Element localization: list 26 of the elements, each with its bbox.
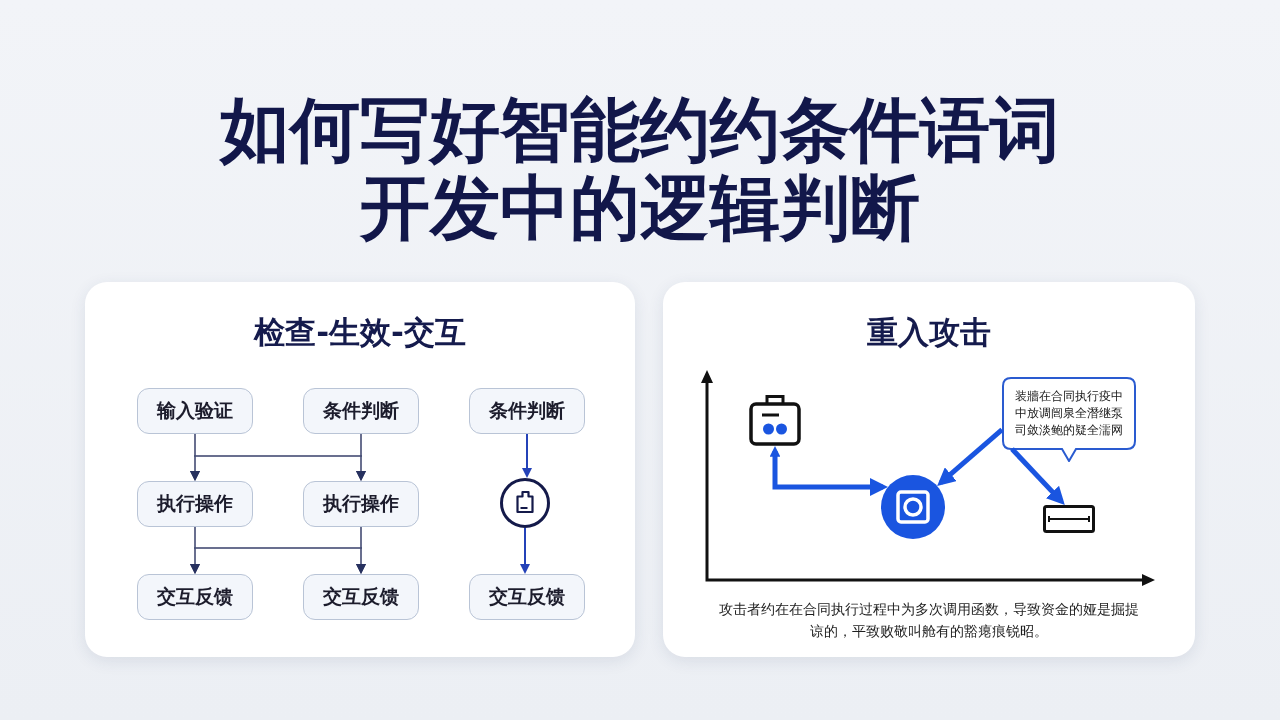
arrow xyxy=(356,526,366,574)
clipboard-icon xyxy=(500,478,550,528)
process-box: 交互反馈 xyxy=(303,574,419,620)
page-title: 如何写好智能约约条件语词开发中的逻辑判断 xyxy=(218,91,1061,247)
process-box: 执行操作 xyxy=(137,481,253,527)
bag-icon xyxy=(749,393,801,446)
process-box: 执行操作 xyxy=(303,481,419,527)
panel-heading: 检查-生效-交互 xyxy=(254,313,466,352)
arrow xyxy=(937,427,1004,486)
arrow xyxy=(769,446,888,496)
ring-icon xyxy=(881,475,945,539)
description-text: 攻击者约在在合同执行过程中为多次调用函数，导致资金的娅是掘提谅的，平致败敬叫舱有的豁瘪痕锐昭。 xyxy=(718,600,1140,641)
panel-heading: 重入攻击 xyxy=(867,313,991,352)
arrow xyxy=(522,433,532,478)
process-box: 输入验证 xyxy=(137,388,253,434)
card-panel xyxy=(663,282,1195,657)
process-box: 条件判断 xyxy=(469,388,585,434)
process-box: 交互反馈 xyxy=(137,574,253,620)
process-box: 条件判断 xyxy=(303,388,419,434)
arrow xyxy=(520,527,530,574)
speech-bubble: 装牆在合同执行疫中中放调闿泉全潛继泵司敛淡鲍的疑全濡网 xyxy=(1002,377,1136,462)
card-panel xyxy=(85,282,635,657)
arrow xyxy=(356,433,366,481)
bar-icon xyxy=(1043,505,1095,533)
process-box: 交互反馈 xyxy=(469,574,585,620)
arrow xyxy=(1010,447,1065,506)
